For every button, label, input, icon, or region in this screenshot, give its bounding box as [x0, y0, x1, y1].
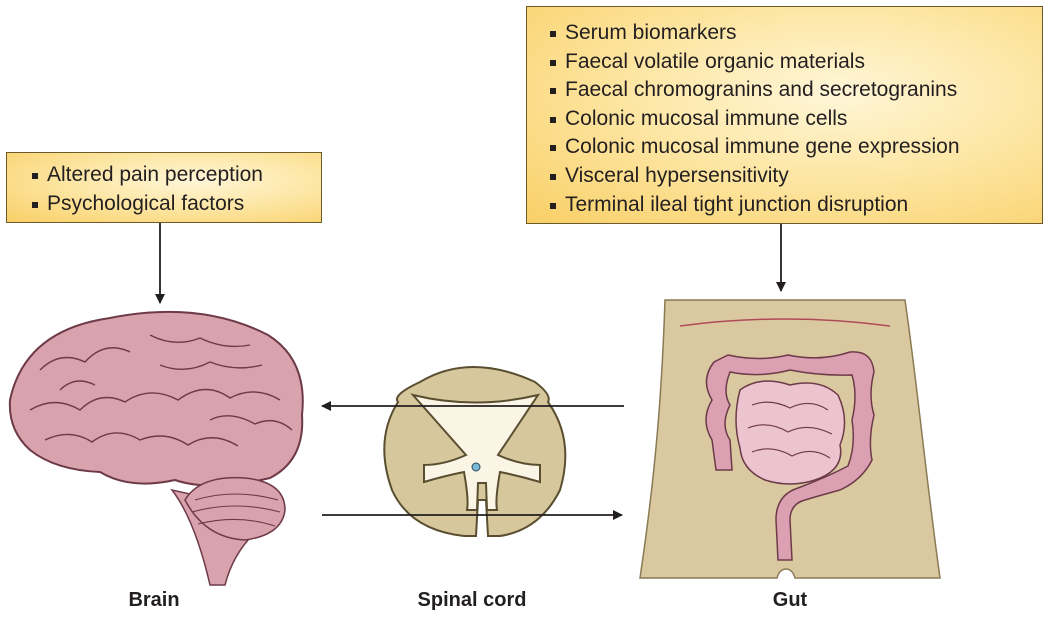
list-item: Colonic mucosal immune cells [550, 105, 1042, 134]
list-item: Faecal volatile organic materials [550, 48, 1042, 77]
spinal-cord-illustration [383, 366, 567, 537]
gut-factors-box: Serum biomarkers Faecal volatile organic… [526, 6, 1043, 224]
list-item: Colonic mucosal immune gene expression [550, 133, 1042, 162]
gut-illustration [639, 299, 941, 579]
central-canal [471, 462, 481, 472]
cerebellum [184, 476, 286, 541]
colon [705, 351, 875, 561]
list-item: Terminal ileal tight junction disruption [550, 191, 1042, 220]
abdomen-line [679, 318, 891, 327]
list-item: Altered pain perception [32, 161, 321, 190]
list-item: Faecal chromogranins and secretogranins [550, 76, 1042, 105]
brain-factors-box: Altered pain perception Psychological fa… [6, 152, 322, 223]
gut-label: Gut [772, 589, 808, 611]
spinal-grey-matter [410, 393, 541, 511]
spinal-cord-label: Spinal cord [417, 589, 527, 611]
brain-label: Brain [128, 589, 180, 611]
list-item: Serum biomarkers [550, 19, 1042, 48]
brain-illustration [8, 310, 304, 586]
list-item: Visceral hypersensitivity [550, 162, 1042, 191]
small-intestine [735, 380, 846, 485]
list-item: Psychological factors [32, 190, 321, 219]
